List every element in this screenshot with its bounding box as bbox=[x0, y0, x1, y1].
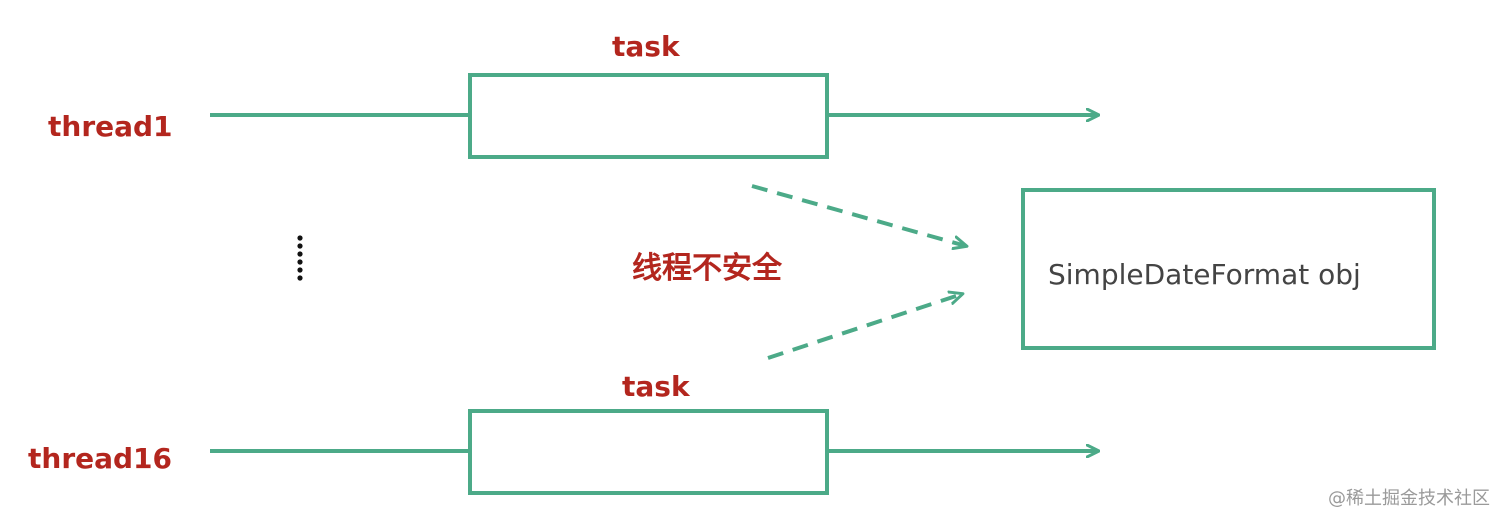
top-task-box bbox=[468, 73, 829, 159]
dashed-arrow-top bbox=[751, 184, 966, 246]
vertical-ellipsis-icon bbox=[297, 235, 303, 281]
top-task-label: task bbox=[612, 30, 681, 63]
watermark-text: @稀土掘金技术社区 bbox=[1328, 488, 1490, 509]
thread16-label: thread16 bbox=[28, 442, 172, 475]
simpledateformat-object-box bbox=[1021, 188, 1436, 350]
thread-unsafe-label: 线程不安全 bbox=[632, 251, 783, 286]
bottom-task-box bbox=[468, 409, 829, 495]
dashed-arrow-bottom bbox=[767, 294, 962, 360]
thread1-label: thread1 bbox=[48, 110, 173, 143]
simpledateformat-object-label: SimpleDateFormat obj bbox=[1048, 258, 1361, 291]
bottom-task-label: task bbox=[622, 370, 691, 403]
